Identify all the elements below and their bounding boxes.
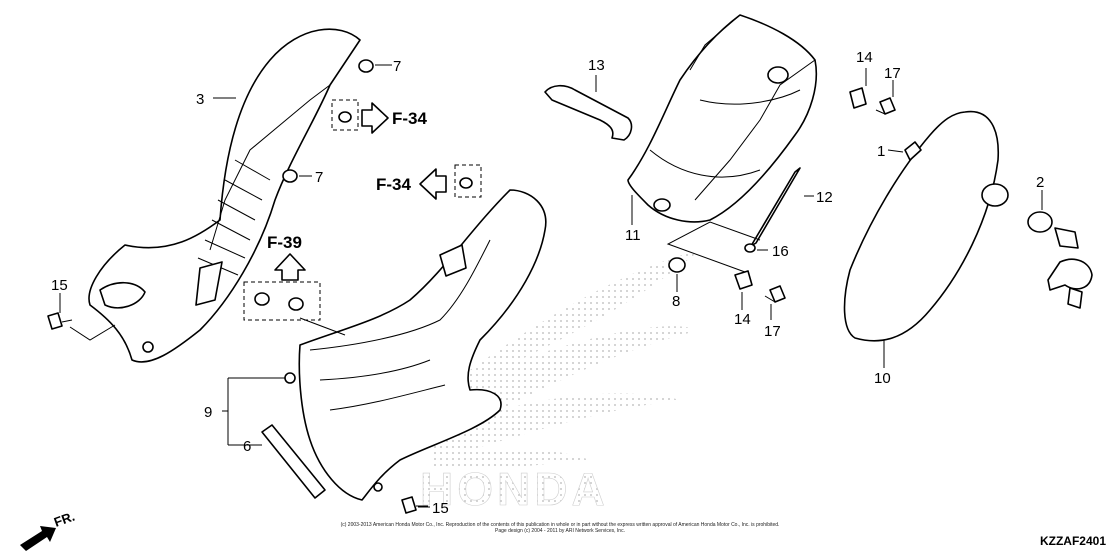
grommet-in-box-upper bbox=[338, 111, 352, 123]
label-part-3: 3 bbox=[196, 91, 204, 108]
label-part-6: 6 bbox=[243, 438, 251, 455]
part-16-washer[interactable] bbox=[744, 243, 756, 253]
label-part-10: 10 bbox=[874, 370, 891, 387]
part-17-bolt-upper[interactable] bbox=[875, 97, 896, 115]
copyright-line-1: (c) 2003-2013 American Honda Motor Co., … bbox=[340, 522, 780, 528]
front-arrow-icon bbox=[20, 526, 56, 551]
label-part-17-upper: 17 bbox=[884, 65, 901, 82]
part-15-bolt-bottom[interactable] bbox=[401, 496, 428, 514]
grommet-in-box-lower-a bbox=[254, 292, 270, 306]
copyright-notice: (c) 2003-2013 American Honda Motor Co., … bbox=[300, 522, 820, 534]
label-part-7-middle: 7 bbox=[315, 169, 323, 186]
honda-wing-watermark: HONDA bbox=[420, 250, 700, 515]
label-part-16: 16 bbox=[772, 243, 789, 260]
part-8-grommet[interactable] bbox=[668, 257, 686, 273]
part-11-frame-cover[interactable] bbox=[627, 14, 818, 223]
part-15-bolt-left[interactable] bbox=[47, 312, 73, 330]
label-part-9: 9 bbox=[204, 404, 212, 421]
ref-f39[interactable]: F-39 bbox=[267, 233, 302, 252]
grommet-in-box-lower-b bbox=[288, 297, 304, 311]
label-part-15-left: 15 bbox=[51, 277, 68, 294]
label-part-2: 2 bbox=[1036, 174, 1044, 191]
label-part-14-lower: 14 bbox=[734, 311, 751, 328]
label-part-11: 11 bbox=[625, 227, 641, 244]
part-1-clip[interactable] bbox=[904, 141, 922, 161]
label-part-17-lower: 17 bbox=[764, 323, 781, 340]
part-6-strip[interactable] bbox=[261, 424, 326, 499]
ref-arrow-left-icon bbox=[419, 168, 447, 200]
part-7-grommet-upper[interactable] bbox=[358, 59, 374, 73]
part-10-side-cover-right[interactable] bbox=[843, 110, 1009, 342]
diagram-code: KZZAF2401 bbox=[1039, 534, 1106, 548]
part-9-side-cover-lower[interactable] bbox=[284, 189, 547, 501]
dashed-box-grommets-lower bbox=[243, 281, 321, 321]
part-13-rubber-strap[interactable] bbox=[544, 84, 633, 141]
ref-arrow-right-icon bbox=[361, 102, 389, 134]
grommet-in-box-left bbox=[459, 177, 473, 189]
part-7-grommet-middle[interactable] bbox=[282, 169, 298, 183]
label-part-7-upper: 7 bbox=[393, 58, 401, 75]
label-part-8: 8 bbox=[672, 293, 680, 310]
leader-lines bbox=[59, 64, 1043, 508]
ref-f34-left[interactable]: F-34 bbox=[376, 175, 412, 194]
front-label: FR. bbox=[52, 509, 77, 530]
copyright-line-2: Page design (c) 2004 - 2011 by ARI Netwo… bbox=[495, 528, 625, 534]
front-direction-indicator: FR. bbox=[20, 509, 77, 551]
part-12-rod[interactable] bbox=[750, 167, 801, 247]
part-3-side-cover-upper[interactable] bbox=[88, 28, 361, 363]
label-part-12: 12 bbox=[816, 189, 833, 206]
honda-watermark-text: HONDA bbox=[420, 463, 609, 515]
label-part-13: 13 bbox=[588, 57, 605, 74]
part-17-bolt-lower[interactable] bbox=[764, 285, 786, 303]
ref-arrow-up-icon bbox=[274, 253, 306, 281]
dashed-box-grommet-left bbox=[454, 164, 482, 198]
part-14-collar-lower[interactable] bbox=[734, 270, 753, 290]
label-part-14-upper: 14 bbox=[856, 49, 873, 66]
ref-f34-right[interactable]: F-34 bbox=[392, 109, 428, 128]
label-part-1: 1 bbox=[877, 143, 885, 160]
part-14-collar-upper[interactable] bbox=[849, 87, 867, 109]
label-part-15-bottom: 15 bbox=[432, 500, 449, 517]
part-2-key-lock[interactable] bbox=[1027, 211, 1093, 309]
